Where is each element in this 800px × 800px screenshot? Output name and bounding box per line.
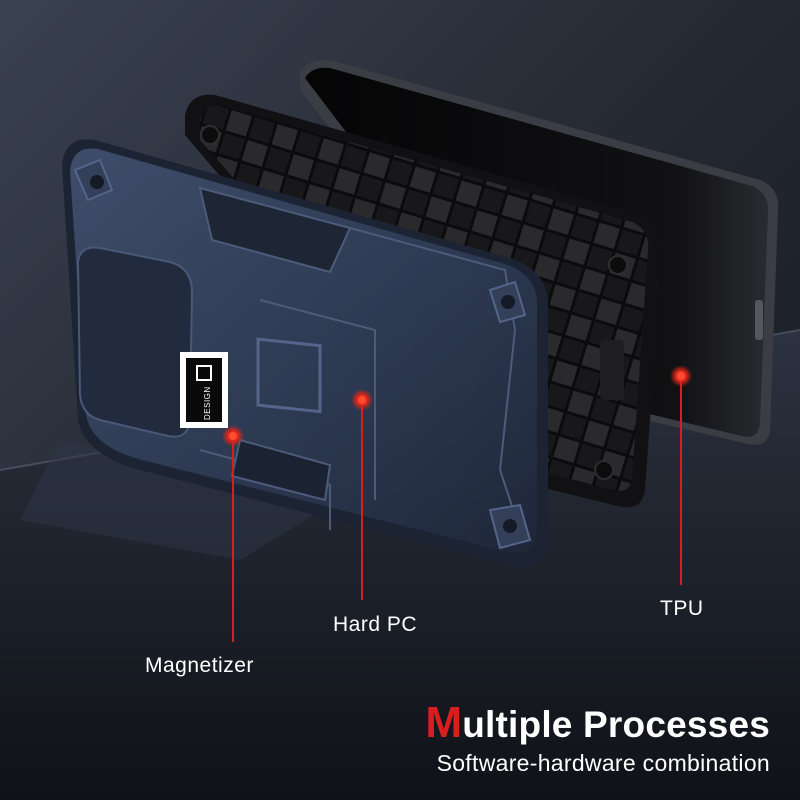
headline-title: Multiple Processes [410, 700, 770, 748]
callout-label-magnetizer: Magnetizer [145, 654, 254, 677]
headline-subtitle: Software-hardware combination [436, 750, 770, 776]
callout-label-tpu: TPU [660, 597, 704, 620]
headline: Multiple Processes Software-hardware com… [410, 700, 770, 777]
headline-title-rest: ultiple Processes [462, 704, 770, 745]
callout-label-hardpc: Hard PC [333, 613, 418, 636]
brand-logo-text: DESIGN [203, 386, 212, 420]
headline-title-initial: M [425, 698, 463, 747]
brand-logo: DESIGN [180, 352, 228, 428]
callout-lines [232, 376, 682, 642]
hard-pc-case [62, 139, 548, 567]
